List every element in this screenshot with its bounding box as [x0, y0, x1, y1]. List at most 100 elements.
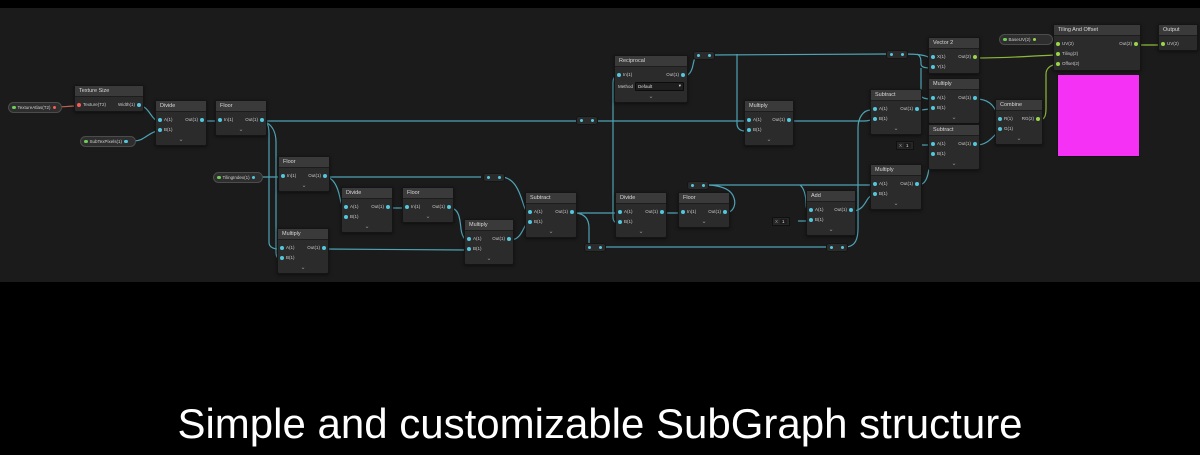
redirect-node[interactable] [576, 116, 598, 125]
output-port-dot[interactable] [260, 118, 264, 122]
input-port-dot[interactable] [931, 65, 935, 69]
wire-float[interactable] [709, 53, 889, 56]
redirect-in-dot[interactable] [697, 54, 700, 57]
input-port-dot[interactable] [873, 182, 877, 186]
input-port-dot[interactable] [405, 205, 409, 209]
redirect-out-dot[interactable] [708, 54, 711, 57]
node-subtract-2-title[interactable]: Subtract [871, 90, 921, 101]
node-floor-3-title[interactable]: Floor [403, 188, 453, 199]
input-port-dot[interactable] [280, 256, 284, 260]
collapse-chevron-icon[interactable]: ⌄ [486, 256, 492, 262]
input-port-dot[interactable] [809, 208, 813, 212]
output-port[interactable]: Out(2) [958, 52, 979, 62]
node-vector2-title[interactable]: Vector 2 [929, 38, 979, 49]
input-port-dot[interactable] [1161, 42, 1165, 46]
input-port[interactable]: A(1) [807, 205, 824, 215]
input-port[interactable]: A(1) [616, 207, 633, 217]
wire-vec2[interactable] [975, 54, 1056, 59]
output-port-dot[interactable] [137, 103, 141, 107]
input-port[interactable]: B(1) [807, 215, 824, 225]
output-port[interactable]: Out(1) [245, 115, 266, 125]
input-port[interactable]: B(1) [871, 114, 888, 124]
output-port-dot[interactable] [570, 210, 574, 214]
input-port[interactable]: B(1) [526, 217, 543, 227]
input-port-dot[interactable] [218, 118, 222, 122]
input-port[interactable]: In(1) [403, 202, 420, 212]
input-port[interactable]: B(1) [616, 217, 633, 227]
exposed-dot[interactable] [12, 105, 16, 110]
redirect-node[interactable] [483, 173, 505, 182]
input-port-dot[interactable] [931, 55, 935, 59]
output-port[interactable]: Out(1) [708, 207, 729, 217]
input-port-dot[interactable] [931, 142, 935, 146]
node-floor-1-title[interactable]: Floor [216, 101, 266, 112]
input-port-dot[interactable] [1056, 42, 1060, 46]
input-port-dot[interactable] [1056, 52, 1060, 56]
input-port[interactable]: A(1) [745, 115, 762, 125]
wire-float[interactable] [133, 130, 158, 142]
input-port-dot[interactable] [344, 215, 348, 219]
property-pill-tilingindex[interactable]: TilingIndex(1) [213, 172, 263, 183]
output-port[interactable]: Out(1) [555, 207, 576, 217]
output-port-dot[interactable] [973, 55, 977, 59]
input-port[interactable]: UV(2) [1054, 39, 1074, 49]
node-divide-1-title[interactable]: Divide [156, 101, 206, 112]
node-divide-3-title[interactable]: Divide [616, 193, 666, 204]
output-port-dot[interactable] [322, 246, 326, 250]
collapse-chevron-icon[interactable]: ⌄ [951, 161, 957, 167]
collapse-chevron-icon[interactable]: ⌄ [638, 229, 644, 235]
wire-float[interactable] [575, 212, 590, 243]
collapse-chevron-icon[interactable]: ⌄ [300, 265, 306, 271]
node-multiply-5-title[interactable]: Multiply [929, 79, 979, 90]
output-port-dot[interactable] [973, 142, 977, 146]
input-port[interactable]: In(1) [216, 115, 233, 125]
input-port-dot[interactable] [280, 246, 284, 250]
input-port-dot[interactable] [931, 96, 935, 100]
input-port-dot[interactable] [873, 107, 877, 111]
redirect-node[interactable] [826, 243, 848, 252]
redirect-node[interactable] [693, 51, 715, 60]
output-port-dot[interactable] [915, 182, 919, 186]
input-port[interactable]: A(1) [156, 115, 173, 125]
collapse-chevron-icon[interactable]: ⌄ [648, 94, 654, 100]
output-port[interactable]: Out(1) [432, 202, 453, 212]
output-port[interactable]: Width(1) [118, 100, 143, 110]
redirect-out-dot[interactable] [498, 176, 501, 179]
value-field[interactable]: 1 [780, 219, 787, 224]
node-floor-4-title[interactable]: Floor [679, 193, 729, 204]
input-port[interactable]: B(1) [342, 212, 359, 222]
redirect-node[interactable] [886, 50, 908, 59]
redirect-in-dot[interactable] [830, 246, 833, 249]
node-multiply-4-title[interactable]: Multiply [871, 165, 921, 176]
output-port[interactable]: Out(1) [958, 139, 979, 149]
input-port[interactable]: A(1) [929, 93, 946, 103]
input-port[interactable]: B(1) [745, 125, 762, 135]
node-multiply-2-title[interactable]: Multiply [465, 220, 513, 231]
property-pill-textureatlas[interactable]: TextureAtlas(T2) [8, 102, 62, 113]
node-reciprocal-title[interactable]: Reciprocal [615, 56, 687, 67]
input-port[interactable]: A(1) [465, 234, 482, 244]
wire-float[interactable] [324, 248, 467, 251]
wire-float[interactable] [916, 53, 931, 69]
collapse-chevron-icon[interactable]: ⌄ [548, 229, 554, 235]
collapse-chevron-icon[interactable]: ⌄ [1016, 136, 1022, 142]
redirect-out-dot[interactable] [591, 119, 594, 122]
input-port[interactable]: Texture(T2) [75, 100, 106, 110]
method-dropdown[interactable]: Default▾ [635, 81, 684, 91]
output-port-dot[interactable] [386, 205, 390, 209]
input-port[interactable]: Tiling(2) [1054, 49, 1078, 59]
property-pill-subtexpixels[interactable]: SubTexPixels(1) [80, 136, 136, 147]
input-port-dot[interactable] [931, 106, 935, 110]
input-port-dot[interactable] [618, 220, 622, 224]
property-output-dot[interactable] [52, 105, 57, 110]
input-port[interactable]: X(1) [929, 52, 946, 62]
collapse-chevron-icon[interactable]: ⌄ [238, 127, 244, 133]
